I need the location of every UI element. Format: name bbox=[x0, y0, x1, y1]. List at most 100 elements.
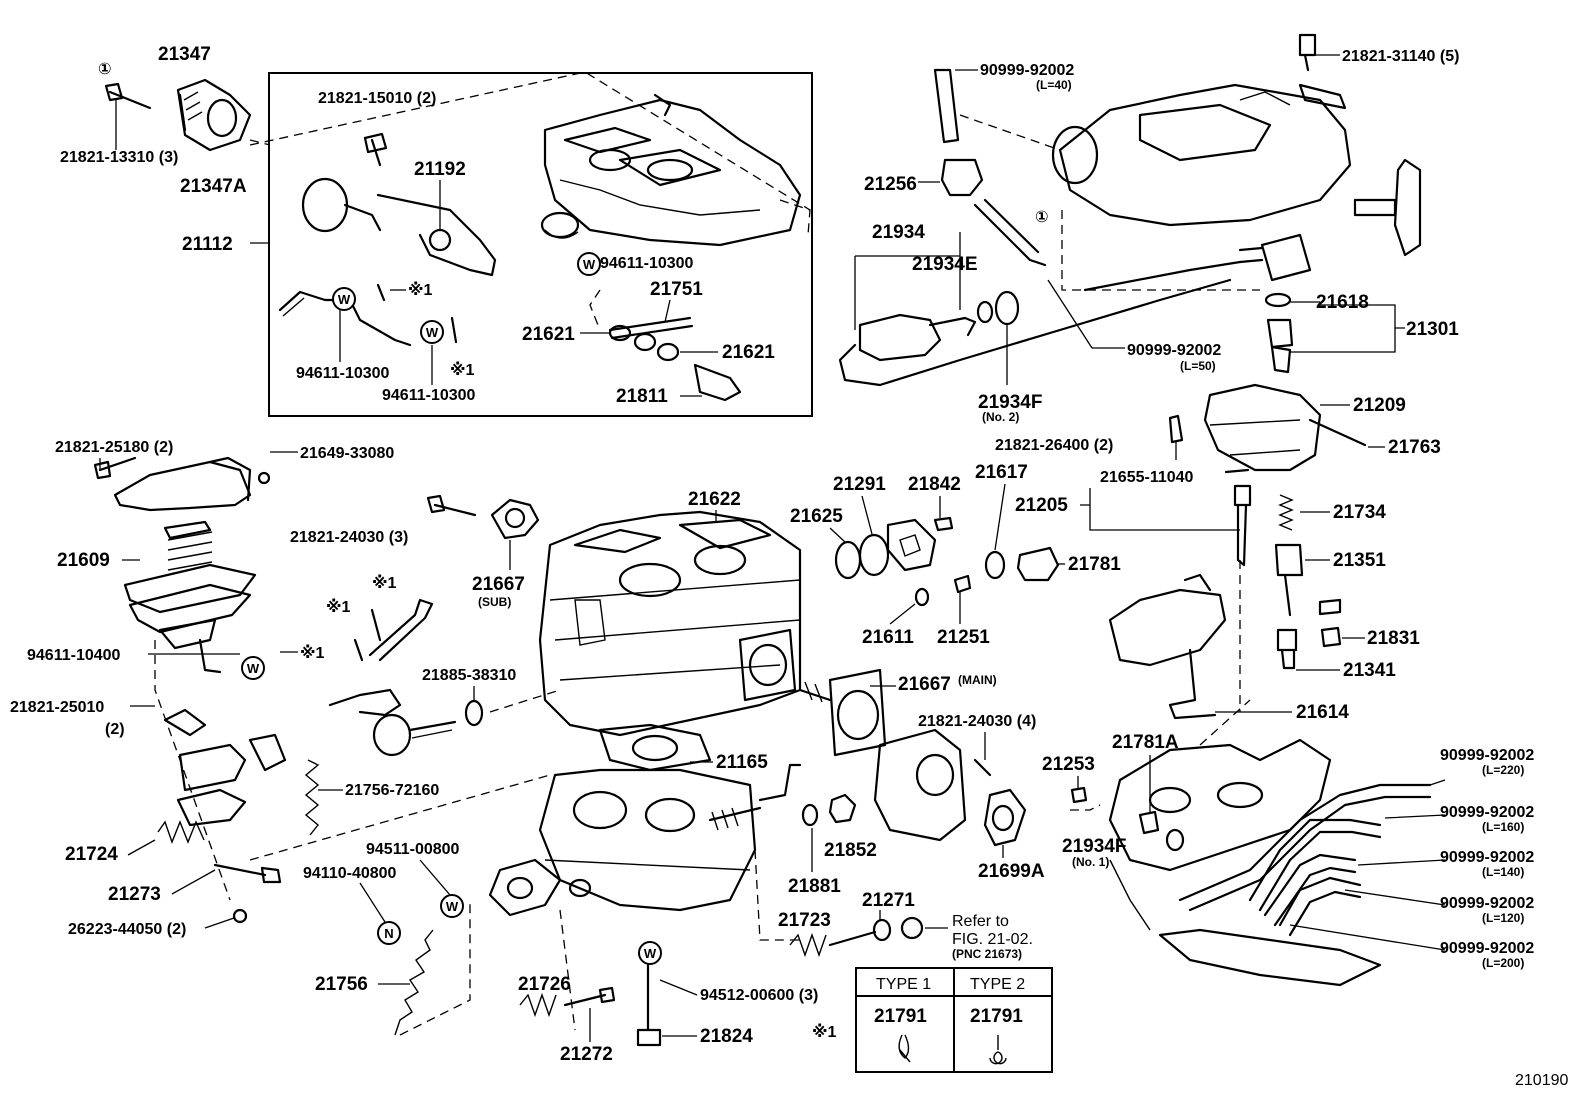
part-21824-bolt bbox=[636, 963, 662, 1047]
part-21667-sub-diaphragm bbox=[426, 494, 540, 540]
label-21934f-no2: (No. 2) bbox=[982, 410, 1019, 424]
washer-w-inset-a: W bbox=[332, 287, 356, 311]
washer-w-94511-00800: W bbox=[440, 894, 464, 918]
mark-kome-a: ※1 bbox=[372, 574, 397, 592]
mark-circle-one-left: ① bbox=[98, 61, 112, 78]
label-21751: 21751 bbox=[650, 279, 703, 300]
label-94611-10300-a: 94611-10300 bbox=[600, 255, 694, 272]
label-21253: 21253 bbox=[1042, 754, 1095, 775]
label-26223-44050: 26223-44050 (2) bbox=[68, 921, 186, 938]
part-21751-shaft bbox=[608, 316, 742, 402]
label-21649-33080: 21649-33080 bbox=[300, 445, 394, 462]
label-21724: 21724 bbox=[65, 844, 118, 865]
part-21192-diaphragm bbox=[301, 132, 497, 277]
label-21667-main-tag: (MAIN) bbox=[958, 673, 997, 687]
label-21811: 21811 bbox=[616, 386, 668, 407]
label-21726: 21726 bbox=[518, 974, 571, 995]
label-21205: 21205 bbox=[1015, 495, 1068, 516]
part-21622-carburetor-body bbox=[538, 510, 802, 772]
label-21667-sub-tag: (SUB) bbox=[478, 595, 511, 609]
label-kome-inset-b: ※1 bbox=[450, 361, 475, 379]
reference-note-line1: Refer to bbox=[952, 913, 1009, 930]
label-94611-10400: 94611-10400 bbox=[27, 647, 121, 664]
label-21821-31140: 21821-31140 (5) bbox=[1342, 48, 1459, 65]
svg-text:W: W bbox=[446, 899, 459, 914]
label-94512-00600: 94512-00600 (3) bbox=[700, 987, 818, 1004]
reference-note-line2: FIG. 21-02. bbox=[952, 931, 1033, 948]
label-90999-l140: 90999-92002 bbox=[1440, 849, 1534, 866]
label-21251: 21251 bbox=[937, 627, 990, 648]
type-table-row-mark: ※1 bbox=[812, 1023, 837, 1041]
label-94611-10300-c: 94611-10300 bbox=[382, 387, 476, 404]
label-90999-l200: 90999-92002 bbox=[1440, 940, 1534, 957]
part-21667-main-diaphragm bbox=[798, 668, 887, 757]
label-90999-l160: 90999-92002 bbox=[1440, 804, 1534, 821]
label-21301: 21301 bbox=[1406, 319, 1459, 340]
svg-text:W: W bbox=[583, 257, 596, 272]
mark-circle-one-right: ① bbox=[1035, 209, 1049, 226]
part-21209-solenoid bbox=[1203, 383, 1367, 472]
label-90999-l160-len: (L=160) bbox=[1482, 820, 1524, 834]
washer-w-inset-c: W bbox=[577, 252, 601, 276]
part-21724-spring bbox=[157, 820, 205, 844]
label-kome-inset-a: ※1 bbox=[408, 281, 433, 299]
label-21621-right: 21621 bbox=[722, 342, 775, 363]
part-21256-hose-and-switch bbox=[838, 68, 1312, 387]
part-21273-screw bbox=[213, 863, 282, 884]
label-21934: 21934 bbox=[872, 222, 925, 243]
part-pump-cover bbox=[93, 456, 271, 512]
part-21852-nut bbox=[828, 793, 857, 824]
label-21723: 21723 bbox=[778, 910, 831, 931]
label-90999-l200-len: (L=200) bbox=[1482, 956, 1524, 970]
label-21842: 21842 bbox=[908, 474, 961, 495]
reference-note-line3: (PNC 21673) bbox=[952, 947, 1022, 961]
part-21881-washer bbox=[801, 803, 819, 827]
label-21622: 21622 bbox=[688, 489, 741, 510]
svg-text:W: W bbox=[426, 325, 439, 340]
label-21609: 21609 bbox=[57, 550, 110, 571]
label-21934f-no1: (No. 1) bbox=[1072, 855, 1109, 869]
washer-w-inset-b: W bbox=[420, 320, 444, 344]
part-21301-sensor bbox=[1264, 292, 1294, 374]
mark-kome-b: ※1 bbox=[326, 598, 351, 616]
label-21824: 21824 bbox=[700, 1026, 753, 1047]
part-throttle-lever bbox=[328, 598, 457, 757]
label-94110-40800: 94110-40800 bbox=[303, 865, 397, 882]
type-table-value-1: 21791 bbox=[874, 1006, 927, 1027]
label-21256: 21256 bbox=[864, 174, 917, 195]
part-21272-screw bbox=[563, 986, 616, 1007]
label-21781: 21781 bbox=[1068, 554, 1121, 575]
part-21756-spring bbox=[394, 929, 434, 1036]
label-21821-26400: 21821-26400 (2) bbox=[995, 437, 1113, 454]
label-21625: 21625 bbox=[790, 506, 843, 527]
label-21347a: 21347A bbox=[180, 176, 247, 197]
label-90999-l140-len: (L=140) bbox=[1482, 865, 1524, 879]
mark-kome-c: ※1 bbox=[300, 644, 325, 662]
label-21699a: 21699A bbox=[978, 861, 1045, 882]
part-21347-housing bbox=[176, 78, 252, 152]
label-21621-left: 21621 bbox=[522, 324, 575, 345]
label-21934f: 21934F bbox=[978, 392, 1042, 413]
svg-text:W: W bbox=[644, 946, 657, 961]
label-94611-10300-b: 94611-10300 bbox=[296, 365, 390, 382]
part-21609-gasket bbox=[123, 520, 257, 674]
label-21821-25010: 21821-25010 bbox=[10, 699, 104, 716]
part-21699a-bracket bbox=[873, 728, 1027, 847]
label-90999-l220-len: (L=220) bbox=[1482, 763, 1524, 777]
part-throttle-body bbox=[488, 763, 802, 917]
label-21885-38310: 21885-38310 bbox=[422, 667, 516, 684]
washer-w-94611-10400: W bbox=[241, 656, 265, 680]
inset-assembly-box bbox=[268, 72, 813, 417]
label-90999-l120-len: (L=120) bbox=[1482, 911, 1524, 925]
label-21271: 21271 bbox=[862, 890, 915, 911]
label-21655-11040: 21655-11040 bbox=[1100, 469, 1194, 486]
part-21821-13310-screw bbox=[104, 82, 152, 150]
part-21756-72160-spring bbox=[304, 759, 320, 836]
label-90999-l220: 90999-92002 bbox=[1440, 747, 1534, 764]
label-90999-l120: 90999-92002 bbox=[1440, 895, 1534, 912]
part-choke-bracket bbox=[163, 708, 287, 924]
label-21351: 21351 bbox=[1333, 550, 1386, 571]
svg-text:W: W bbox=[247, 661, 260, 676]
label-21934f-b: 21934F bbox=[1062, 836, 1126, 857]
